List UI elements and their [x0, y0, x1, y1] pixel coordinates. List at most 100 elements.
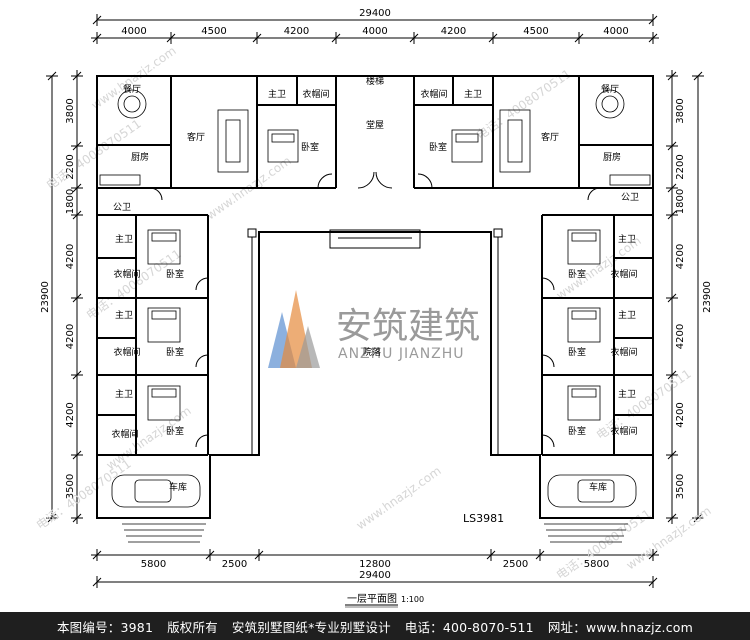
- watermark-site: www.hnazjz.com: [354, 464, 444, 533]
- room-label-dining-left: 餐厅: [123, 83, 141, 95]
- room-label-bath: 主卫: [115, 388, 133, 400]
- dimension-label: 1800: [675, 189, 686, 214]
- dining-table-right: [595, 89, 625, 119]
- room-label-living-right: 客厅: [541, 131, 559, 143]
- dimension-label: 23900: [702, 281, 713, 313]
- courtyard-railing: [210, 228, 540, 456]
- footer-bar: 本图编号：3981 版权所有 安筑别墅图纸*专业别墅设计 电话：400-8070…: [0, 612, 750, 640]
- room-label-garage-right: 车库: [589, 481, 607, 493]
- room-label-closet: 衣帽间: [113, 346, 140, 358]
- drawing-title-text: 一层平面图: [347, 593, 397, 605]
- dimension-label: 3500: [675, 474, 686, 499]
- watermark-phone: 电话：4008070511: [34, 457, 134, 533]
- floor-plan: 29400 4000 4500 4200 4000 4200 4500 4000 3800 220…: [34, 8, 714, 608]
- room-label-bedroom: 卧室: [568, 346, 586, 358]
- dimension-label: 4000: [362, 26, 387, 37]
- watermark-site: www.hnazjz.com: [89, 44, 179, 113]
- dimension-label: 4200: [675, 244, 686, 269]
- room-label-bath: 主卫: [618, 388, 636, 400]
- room-label-closet: 衣帽间: [610, 425, 637, 437]
- dimension-label: 29400: [359, 8, 391, 19]
- footer-phone: 电话：400-8070-511: [404, 619, 534, 635]
- dimension-label: 29400: [359, 570, 391, 581]
- room-label-hall: 堂屋: [366, 119, 384, 131]
- room-label-kitchen-left: 厨房: [131, 151, 149, 163]
- room-label-public-bath-right: 公卫: [621, 192, 639, 203]
- footer-drawing-number: 本图编号：3981: [56, 619, 154, 635]
- drawing-scale: 1:100: [401, 595, 424, 604]
- room-label-bedroom: 卧室: [166, 425, 184, 437]
- sofa-right: [499, 109, 531, 173]
- dimension-label: 23900: [40, 281, 51, 313]
- room-label-bedroom: 卧室: [568, 268, 586, 280]
- dimension-label: 3500: [65, 474, 76, 499]
- dimension-label: 5800: [584, 559, 609, 570]
- dimension-label: 4200: [675, 402, 686, 427]
- watermark-phone: 电话：4008070511: [44, 117, 144, 193]
- dimension-label: 2200: [675, 154, 686, 179]
- room-label-bath: 主卫: [115, 233, 133, 245]
- dimension-label: 4000: [603, 26, 628, 37]
- dimension-label: 4500: [201, 26, 226, 37]
- room-label-bedroom: 卧室: [568, 425, 586, 437]
- sofa-left: [217, 109, 249, 173]
- dining-table-left: [117, 89, 147, 119]
- room-label-living-left: 客厅: [187, 131, 205, 143]
- dimension-label: 2500: [503, 559, 528, 570]
- dimension-label: 4200: [441, 26, 466, 37]
- car-left: [111, 474, 201, 508]
- room-labels: 餐厅 厨房 客厅 主卫 衣帽间 卧室 楼梯 堂屋 衣帽间 主卫 卧室 客厅 餐厅…: [111, 75, 639, 493]
- dimension-label: 5800: [141, 559, 166, 570]
- room-label-closet: 衣帽间: [113, 268, 140, 280]
- room-label-bedroom: 卧室: [166, 346, 184, 358]
- dimension-label: 4200: [65, 402, 76, 427]
- furniture: [99, 89, 651, 543]
- dimension-label: 3800: [65, 98, 76, 123]
- room-label-bedroom-left-top: 卧室: [301, 141, 319, 153]
- dimension-label: 4200: [65, 244, 76, 269]
- room-label-public-bath-left: 公卫: [113, 202, 131, 213]
- dimension-label: 12800: [359, 559, 391, 570]
- footer-copyright: 版权所有: [167, 619, 218, 635]
- room-label-closet: 衣帽间: [610, 346, 637, 358]
- drawing-title: 一层平面图 1:100: [345, 593, 424, 608]
- walls: [96, 75, 654, 519]
- room-label-bedroom: 卧室: [166, 268, 184, 280]
- dimension-label: 4200: [65, 324, 76, 349]
- room-label-garage-left: 车库: [169, 481, 187, 493]
- room-label-bedroom-right-top: 卧室: [429, 141, 447, 153]
- dimension-label: 1800: [65, 189, 76, 214]
- doors: [149, 171, 601, 448]
- dimension-label: 4200: [284, 26, 309, 37]
- bed-top-left: [267, 129, 299, 163]
- dimension-label: 3800: [675, 98, 686, 123]
- room-label-bath-left-top: 主卫: [268, 88, 286, 100]
- bed-top-right: [451, 129, 483, 163]
- dimension-label: 4500: [523, 26, 548, 37]
- dimension-label: 2500: [222, 559, 247, 570]
- footer-website: 网址：www.hnazjz.com: [547, 619, 694, 635]
- room-label-closet: 衣帽间: [111, 428, 138, 440]
- footer-slogan: 安筑别墅图纸*专业别墅设计: [231, 619, 391, 635]
- car-right: [547, 474, 637, 508]
- dimension-label: 2200: [65, 154, 76, 179]
- room-label-closet-left-top: 衣帽间: [302, 88, 329, 100]
- room-label-bath-right-top: 主卫: [464, 88, 482, 100]
- room-label-closet: 衣帽间: [610, 268, 637, 280]
- room-label-bath: 主卫: [618, 233, 636, 245]
- room-label-kitchen-right: 厨房: [603, 151, 621, 163]
- drawing-code: LS3981: [463, 512, 504, 525]
- room-label-courtyard: 院落: [363, 346, 381, 358]
- dimension-label: 4200: [675, 324, 686, 349]
- room-label-stair: 楼梯: [366, 75, 384, 87]
- room-label-bath: 主卫: [115, 309, 133, 321]
- dimension-label: 4000: [121, 26, 146, 37]
- anzhu-logo: 安筑建筑 ANZHU JIANZHU: [268, 290, 480, 368]
- dimension-lines: [46, 14, 704, 588]
- dimension-labels: 29400 4000 4500 4200 4000 4200 4500 4000 3800 220…: [40, 8, 713, 581]
- room-label-dining-right: 餐厅: [601, 83, 619, 95]
- logo-brand-cn: 安筑建筑: [336, 306, 480, 347]
- logo-brand-en: ANZHU JIANZHU: [338, 346, 465, 362]
- room-label-closet-right-top: 衣帽间: [420, 88, 447, 100]
- room-label-bath: 主卫: [618, 309, 636, 321]
